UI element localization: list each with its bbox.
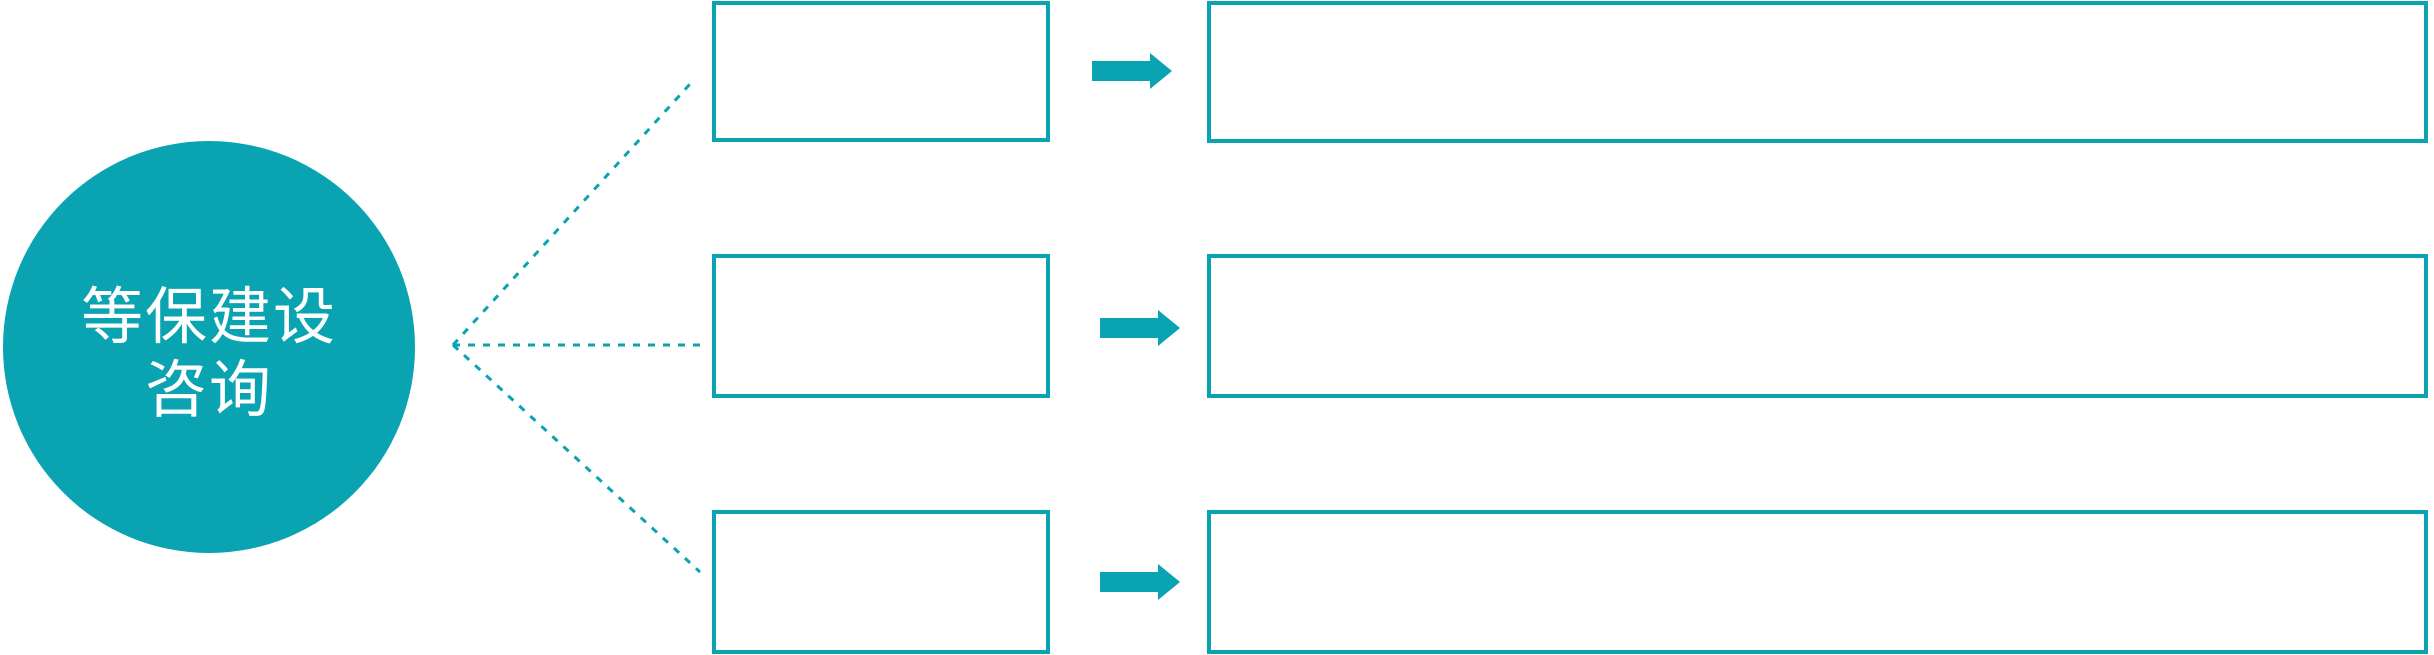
arrow-right-icon xyxy=(1092,53,1172,89)
root-node-label-line1: 等保建设 xyxy=(80,283,337,352)
dashed-connector-line-top xyxy=(451,82,692,347)
branch-box-3 xyxy=(712,510,1050,654)
arrow-right-icon xyxy=(1100,310,1180,346)
arrow-right-icon xyxy=(1100,564,1180,600)
detail-box-3 xyxy=(1207,510,2428,654)
dashed-connector-line-bottom xyxy=(451,343,702,574)
detail-box-1 xyxy=(1207,1,2428,143)
branch-box-1 xyxy=(712,1,1050,142)
branch-box-2 xyxy=(712,254,1050,398)
root-node-label-line2: 咨询 xyxy=(144,356,273,425)
root-node-circle: 等保建设 咨询 xyxy=(3,141,415,553)
detail-box-2 xyxy=(1207,254,2428,398)
